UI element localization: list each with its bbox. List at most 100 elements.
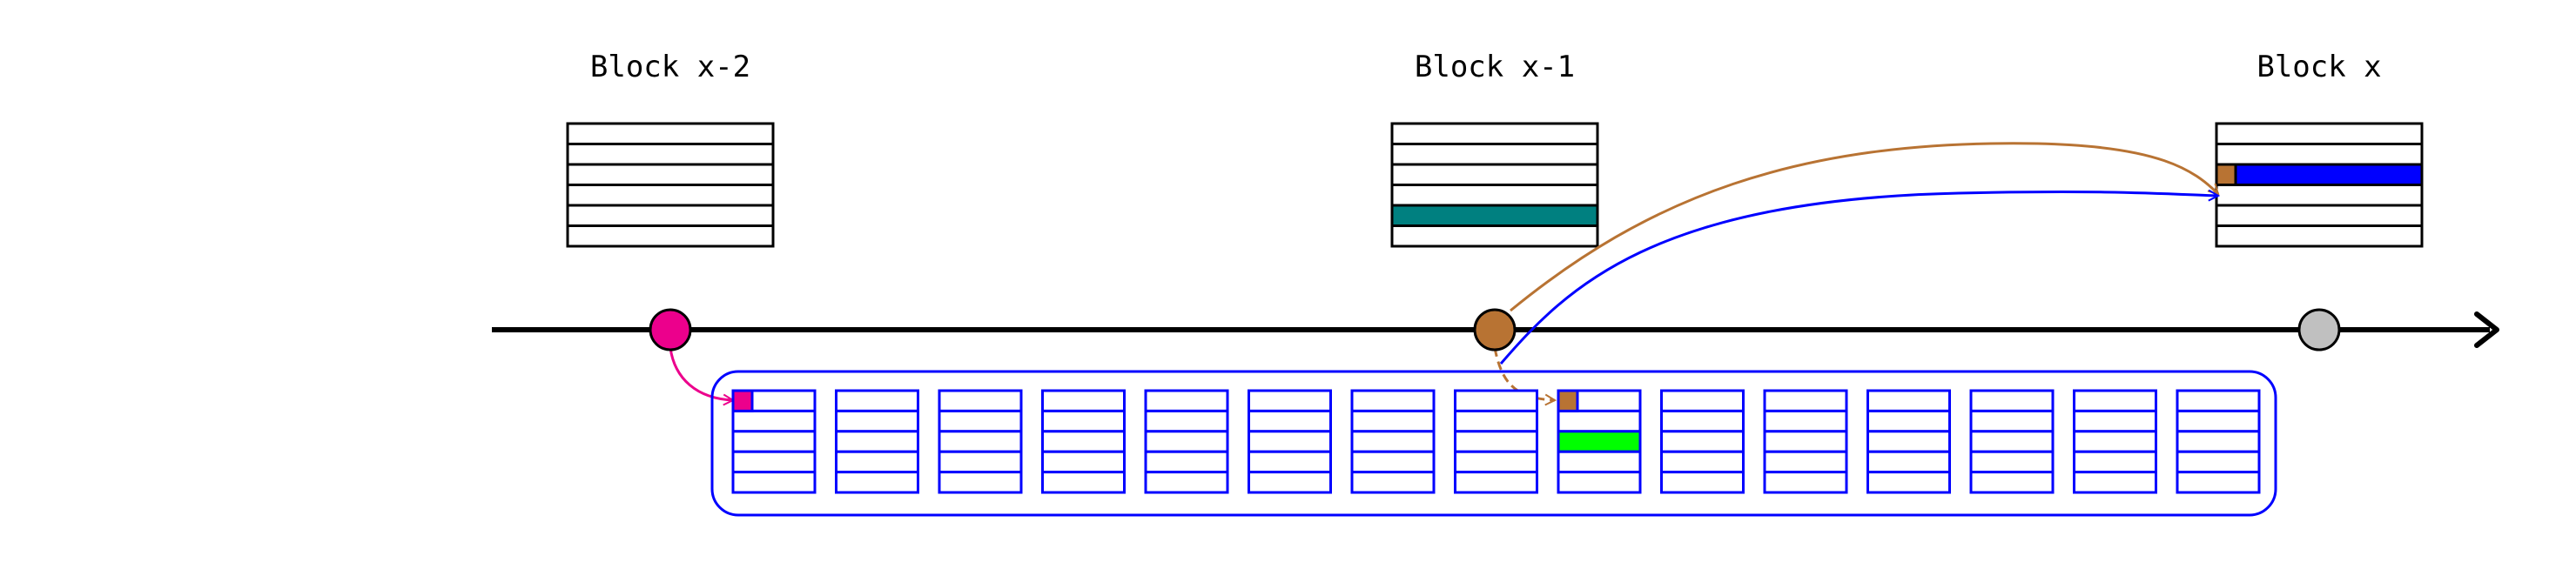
mini-table-row [938, 471, 1023, 494]
mini-table-row [2176, 409, 2261, 433]
mini-table-row [835, 471, 919, 494]
block-row [1390, 143, 1599, 166]
mini-table-row [731, 409, 817, 433]
mini-table-row [1350, 430, 1436, 453]
block-row [2215, 143, 2424, 166]
mini-table-row [835, 450, 919, 474]
mini-table-row [731, 450, 817, 474]
block-row [566, 143, 775, 166]
block-x-2-label: Block x-2 [590, 50, 750, 84]
mini-table-row [1041, 389, 1126, 412]
mini-table-row [1660, 430, 1745, 453]
mini-table [1866, 389, 1951, 494]
block-x-1-label: Block x-1 [1415, 50, 1575, 84]
mini-table-row [1454, 389, 1538, 412]
mini-table-row [1041, 430, 1126, 453]
mini-table-row [1763, 450, 1848, 474]
mini-table-row [1144, 450, 1229, 474]
mini-table-row [1660, 471, 1745, 494]
mini-table-row [1763, 471, 1848, 494]
mempool-container [710, 370, 2277, 517]
block-x-label: Block x [2257, 50, 2381, 84]
mini-table [1248, 389, 1332, 494]
mini-table-row [2073, 471, 2157, 494]
block-row [566, 163, 775, 186]
mini-table-row [731, 471, 817, 494]
mini-table-marker [1557, 389, 1579, 412]
mini-table-row [1350, 409, 1436, 433]
block-row [2215, 122, 2424, 145]
block-row [2215, 184, 2424, 207]
block-row [1390, 163, 1599, 186]
block-row [1390, 184, 1599, 207]
mini-table-row [1248, 430, 1332, 453]
mini-table-row [2073, 450, 2157, 474]
mini-tables-group [731, 389, 2261, 494]
block-row [566, 224, 775, 248]
mini-table-row [1454, 450, 1538, 474]
node-block-x-1 [1473, 308, 1517, 351]
node-block-x-2 [649, 308, 692, 351]
mini-table [731, 389, 817, 494]
mini-table-row [1969, 471, 2055, 494]
mini-table-row [1350, 471, 1436, 494]
mini-table-row [1660, 450, 1745, 474]
mini-table-row [1144, 430, 1229, 453]
mini-table-row [835, 389, 919, 412]
mini-table-row [1557, 471, 1642, 494]
mini-table [1557, 389, 1642, 494]
mini-table [938, 389, 1023, 494]
mini-table [2176, 389, 2261, 494]
mini-table-row [1350, 450, 1436, 474]
mini-table [1969, 389, 2055, 494]
mini-table-row [938, 450, 1023, 474]
block-row [1390, 122, 1599, 145]
mini-table-row [1763, 409, 1848, 433]
mini-table-row [1248, 450, 1332, 474]
block-row [566, 122, 775, 145]
mini-table-row [2176, 389, 2261, 412]
mini-table [1041, 389, 1126, 494]
block-x-1-table [1390, 122, 1599, 248]
mini-table-row [1763, 430, 1848, 453]
mini-table-row [1866, 471, 1951, 494]
mini-table-row [1866, 409, 1951, 433]
mini-table-row [2176, 430, 2261, 453]
arrow-brown-to-mini-table [1493, 347, 1555, 400]
mini-table-row [1969, 430, 2055, 453]
mini-table-row [1248, 471, 1332, 494]
mini-table-row [1660, 389, 1745, 412]
highlighted-row [1390, 204, 1599, 227]
mini-table-row [1144, 471, 1229, 494]
mini-table-row [938, 430, 1023, 453]
block-row [2215, 224, 2424, 248]
mini-table-row [1041, 409, 1126, 433]
node-block-x [2297, 308, 2341, 351]
mini-table-row [1557, 409, 1642, 433]
highlighted-row [2215, 163, 2424, 186]
block-x-2-table [566, 122, 775, 248]
mini-table-row [1454, 471, 1538, 494]
mini-table-row [1969, 389, 2055, 412]
mini-table-row [2176, 471, 2261, 494]
mini-table-row [1866, 389, 1951, 412]
block-x-table [2215, 122, 2424, 248]
mini-table-row [1248, 409, 1332, 433]
mini-table [835, 389, 919, 494]
mini-table-row [1969, 450, 2055, 474]
block-row [1390, 224, 1599, 248]
block-row [566, 204, 775, 227]
mini-table-row [2176, 450, 2261, 474]
mini-table-row [1557, 450, 1642, 474]
mini-table-row [1866, 450, 1951, 474]
mini-table-row [2073, 409, 2157, 433]
mini-table [1660, 389, 1745, 494]
mini-table-marker [731, 389, 754, 412]
arrow-brown-to-block-x [1510, 142, 2218, 312]
mini-table [2073, 389, 2157, 494]
mini-table-row [835, 430, 919, 453]
arrow-magenta-to-mini-table [669, 347, 733, 400]
mini-table-row [1041, 471, 1126, 494]
mini-table-row [1144, 389, 1229, 412]
